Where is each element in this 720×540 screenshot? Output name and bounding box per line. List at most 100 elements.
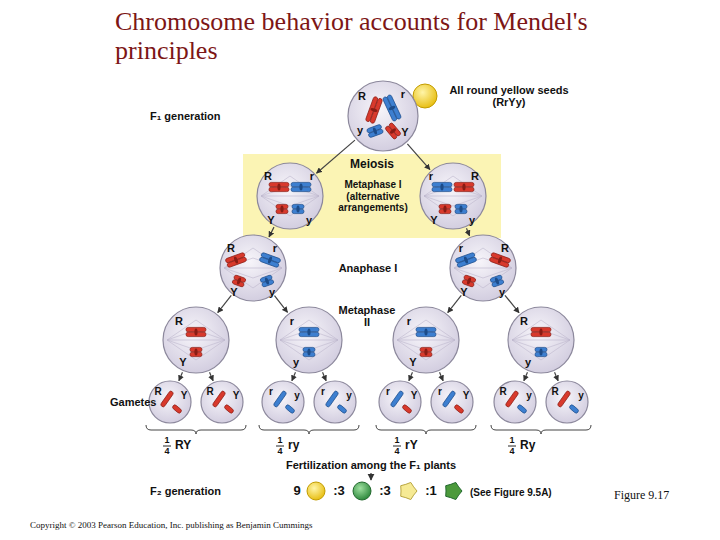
cell-membrane (262, 381, 304, 423)
cell-circle: RryY (347, 80, 419, 152)
allele-letter: r (429, 171, 433, 182)
allele-letter: r (269, 387, 273, 397)
centromere (264, 277, 269, 285)
cell-circle: rY (392, 306, 460, 374)
chromatid (517, 404, 527, 414)
process-label: Fertilization among the F₁ plants (221, 459, 521, 471)
spindle-fiber (512, 340, 541, 341)
spindle-fiber (454, 268, 483, 288)
allele-letter: Y (179, 357, 186, 368)
spindle-fiber (224, 268, 253, 288)
spindle-fiber (290, 196, 319, 197)
allele-letter: R (227, 243, 235, 254)
cell-membrane (163, 307, 229, 373)
allele-letter: r (407, 316, 411, 327)
cell-circle: ry (261, 380, 305, 424)
allele-letter: R (358, 91, 366, 102)
chromosome (462, 275, 476, 288)
chromosome (260, 275, 274, 288)
phenotype-note: All round yellow seeds (RrYy) (444, 84, 574, 108)
chromosome (432, 182, 452, 191)
centromere (236, 277, 241, 285)
yellow-round-pea (307, 482, 325, 500)
cell-circle: RrYy (219, 234, 287, 302)
chromosome (390, 390, 404, 407)
chromatid (227, 257, 247, 268)
chromatid (402, 404, 412, 414)
chromosome (269, 182, 289, 191)
chromosome (535, 347, 547, 356)
allele-letter: Y (430, 215, 437, 226)
allele-letter: Y (463, 391, 470, 401)
cell-circle: RY (162, 306, 230, 374)
chromosome (292, 204, 304, 213)
chromatid (337, 404, 347, 414)
cell-membrane (220, 235, 286, 301)
cell-membrane (257, 163, 323, 229)
meiosis-band: RrYyrRYyMeiosisMetaphase I (alternative … (243, 154, 501, 238)
spindle-fiber (483, 268, 512, 269)
gamete-brackets (146, 425, 591, 434)
cell-membrane (348, 81, 418, 151)
band-subheading: Metaphase I (alternative arrangements) (326, 179, 420, 214)
chromosome (160, 390, 174, 407)
allele-letter: R (154, 387, 161, 397)
allele-letter: R (175, 316, 183, 327)
spindle-fiber (453, 196, 482, 216)
cell-membrane (420, 163, 486, 229)
allele-letter: Y (230, 287, 237, 298)
fertilization-arrow (370, 473, 371, 480)
allele-letter: r (273, 243, 277, 254)
copyright-note: Copyright © 2003 Pearson Education, Inc.… (30, 521, 450, 530)
allele-letter: y (357, 125, 363, 136)
meiosis-arrow (218, 295, 232, 312)
allele-letter: y (578, 391, 584, 401)
allele-letter: R (520, 316, 528, 327)
ratio-number: :3 (330, 484, 348, 498)
spindle-fiber (224, 268, 253, 269)
chromatid (224, 404, 234, 414)
chromosome (531, 327, 551, 336)
spindle-fiber (424, 196, 453, 216)
chromatid (325, 390, 339, 407)
chromosome (442, 390, 456, 407)
cell-outline (313, 380, 357, 424)
chromatid (390, 390, 404, 407)
cell-outline (507, 306, 575, 374)
green-round-pea (353, 482, 371, 500)
slide-title: Chromosome behavior accounts for Mendel'… (115, 8, 655, 65)
chromosome (276, 204, 288, 213)
cell-outline (162, 306, 230, 374)
gamete-genotype: ry (288, 439, 318, 452)
chromosome (303, 347, 315, 356)
centromere (299, 183, 302, 190)
generation-label: F₂ generation (150, 485, 250, 497)
fraction-bars (163, 446, 516, 447)
chromosome (490, 275, 504, 288)
band-heading: Meiosis (337, 158, 407, 172)
yellow-wrinkled-pea (401, 482, 417, 499)
cell-circle: RY (200, 380, 244, 424)
allele-letter: Y (181, 391, 188, 401)
spindle-fiber (453, 186, 482, 196)
chromosome (190, 347, 202, 356)
cell-circle: ry (313, 380, 357, 424)
allele-letter: R (264, 171, 272, 182)
centromere (463, 256, 468, 264)
chromatid (569, 404, 579, 414)
chromosome (402, 404, 412, 414)
cell-membrane (450, 235, 516, 301)
meiosis-arrow (323, 372, 327, 381)
allele-letter: y (294, 391, 300, 401)
cell-outline (430, 380, 474, 424)
spindle-fiber (483, 268, 512, 288)
allele-letter: r (386, 387, 390, 397)
chromosome (385, 122, 402, 139)
meiosis-arrow (269, 227, 274, 237)
cross-reference: (See Figure 9.5A) (470, 487, 590, 498)
allele-letter: r (321, 387, 325, 397)
meiosis-arrow (210, 372, 214, 381)
allele-letter: R (501, 243, 509, 254)
chromosome (382, 94, 401, 121)
allele-letter: r (401, 89, 405, 100)
